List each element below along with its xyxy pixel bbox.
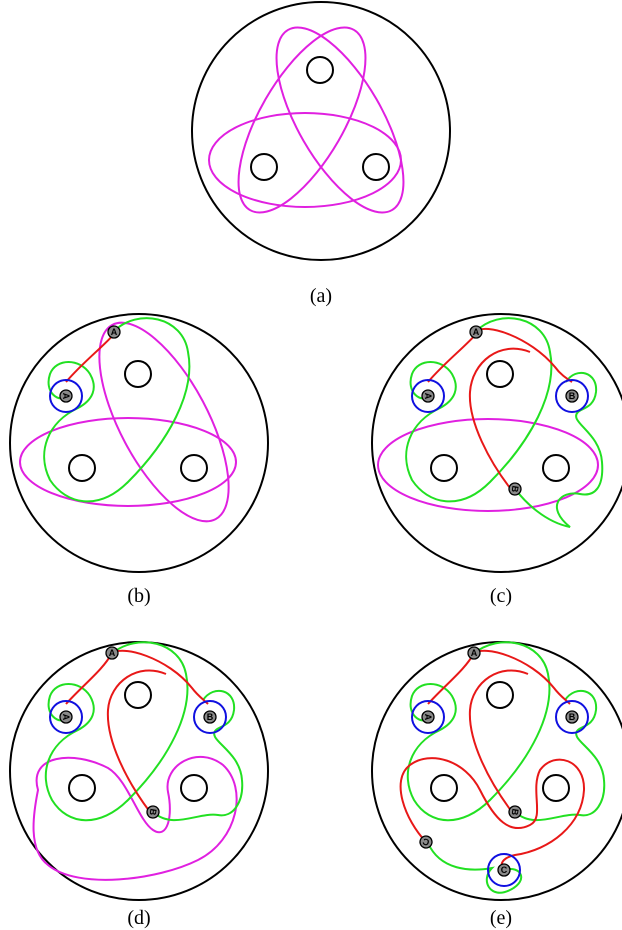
puncture-left: [430, 774, 458, 802]
caption-e: (e): [489, 907, 513, 929]
marker-a-rim: A: [107, 325, 121, 339]
outer-disk: [371, 641, 622, 901]
svg-text:B: B: [509, 808, 520, 817]
blue-loop-a: [411, 379, 445, 413]
svg-text:A: A: [471, 648, 478, 658]
marker-a-inner: A: [421, 389, 435, 403]
curve-bottom-lobe: [377, 418, 599, 512]
marker-b-inner: B: [565, 389, 579, 403]
puncture-top: [486, 681, 514, 709]
puncture-left: [250, 153, 278, 181]
marker-b-inside: B: [508, 482, 522, 496]
panel-e: A A B B C C: [371, 641, 622, 901]
marker-b-inner: B: [565, 710, 579, 724]
red-arc: [399, 649, 586, 869]
puncture-top: [306, 56, 334, 84]
panel-a: [191, 1, 451, 261]
caption-d: (d): [127, 907, 151, 929]
svg-text:B: B: [147, 808, 158, 817]
caption-a: (a): [309, 285, 333, 307]
marker-b-inside: B: [146, 805, 160, 819]
puncture-right: [180, 454, 208, 482]
outer-disk: [191, 1, 451, 261]
green-arc: [405, 317, 604, 528]
svg-text:B: B: [569, 712, 576, 722]
svg-text:B: B: [509, 485, 520, 494]
blue-loop-c: [487, 853, 521, 887]
marker-a-rim: A: [105, 646, 119, 660]
svg-text:A: A: [423, 714, 433, 721]
puncture-top: [124, 681, 152, 709]
puncture-left: [68, 774, 96, 802]
caption-b: (b): [127, 585, 151, 607]
puncture-left: [430, 454, 458, 482]
green-arc: [406, 641, 606, 894]
blue-loop-a: [411, 700, 445, 734]
marker-c-rim: C: [419, 835, 433, 849]
curve-twisted: [32, 755, 238, 881]
puncture-top: [124, 360, 152, 388]
outer-disk: [9, 313, 269, 573]
marker-c-inner: C: [497, 863, 511, 877]
marker-a-inner: A: [59, 710, 73, 724]
curve-right-lobe: [98, 321, 230, 523]
svg-text:A: A: [61, 714, 71, 721]
puncture-right: [180, 774, 208, 802]
curve-bottom-lobe: [19, 417, 237, 507]
marker-b-inner: B: [203, 710, 217, 724]
puncture-right: [362, 153, 390, 181]
marker-a-inner: A: [59, 389, 73, 403]
svg-text:B: B: [569, 391, 576, 401]
svg-text:A: A: [61, 393, 71, 400]
svg-text:A: A: [109, 648, 116, 658]
panel-d: A A B B: [9, 641, 269, 901]
blue-loop-b: [555, 379, 589, 413]
blue-loop-a: [49, 700, 83, 734]
svg-text:A: A: [111, 327, 118, 337]
green-arc: [43, 317, 191, 503]
outer-disk: [371, 313, 622, 573]
svg-text:A: A: [423, 393, 433, 400]
svg-text:A: A: [473, 327, 480, 337]
caption-c: (c): [489, 585, 513, 607]
puncture-right: [542, 454, 570, 482]
marker-b-inside: B: [508, 805, 522, 819]
puncture-top: [486, 360, 514, 388]
panel-b: A A: [9, 313, 269, 573]
green-arc: [44, 641, 244, 822]
svg-text:C: C: [421, 836, 431, 848]
blue-loop-a: [49, 379, 83, 413]
marker-a-rim: A: [467, 646, 481, 660]
marker-a-inner: A: [421, 710, 435, 724]
marker-a-rim: A: [469, 325, 483, 339]
panel-c: A A B B: [371, 313, 622, 573]
svg-text:C: C: [501, 865, 508, 875]
puncture-right: [542, 774, 570, 802]
trefoil-curve: [208, 26, 405, 214]
blue-loop-b: [555, 700, 589, 734]
svg-text:B: B: [207, 712, 214, 722]
blue-loop-b: [193, 700, 227, 734]
puncture-left: [68, 454, 96, 482]
